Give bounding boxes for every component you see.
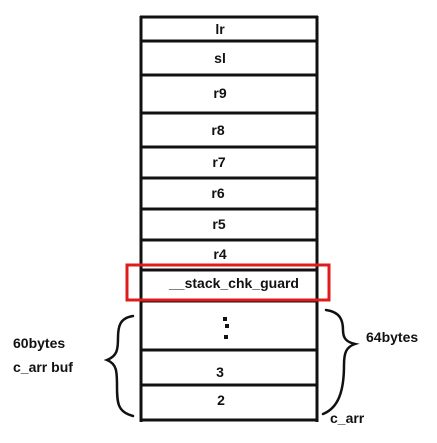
slot-label-stack-chk-guard: __stack_chk_guard: [168, 275, 299, 291]
ellipsis-dot: [225, 324, 229, 328]
slot-label-r7: r7: [212, 154, 225, 170]
slot-label-r8: r8: [211, 122, 224, 138]
slot-label-r4: r4: [213, 246, 226, 262]
slot-label-3: 3: [216, 364, 224, 380]
right-brace: [321, 308, 360, 416]
slot-label-2: 2: [217, 392, 225, 408]
left-label-size: 60bytes: [13, 335, 65, 351]
slot-label-sl: sl: [214, 50, 226, 66]
slot-separators: [140, 15, 318, 422]
ellipsis-dot: [223, 317, 227, 321]
bottom-label-c-arr: c_arr: [330, 410, 365, 426]
left-brace: [103, 314, 135, 418]
slot-label-r9: r9: [213, 85, 226, 101]
ellipsis-dot: [224, 335, 228, 339]
stack-guard-highlight: [125, 263, 331, 302]
right-label-size: 64bytes: [366, 329, 418, 345]
ellipsis-dots: [223, 317, 229, 339]
slot-label-r5: r5: [212, 216, 225, 232]
left-label-buffer-name: c_arr buf: [13, 359, 73, 375]
slot-label-lr: lr: [215, 21, 225, 37]
slot-label-r6: r6: [211, 185, 224, 201]
